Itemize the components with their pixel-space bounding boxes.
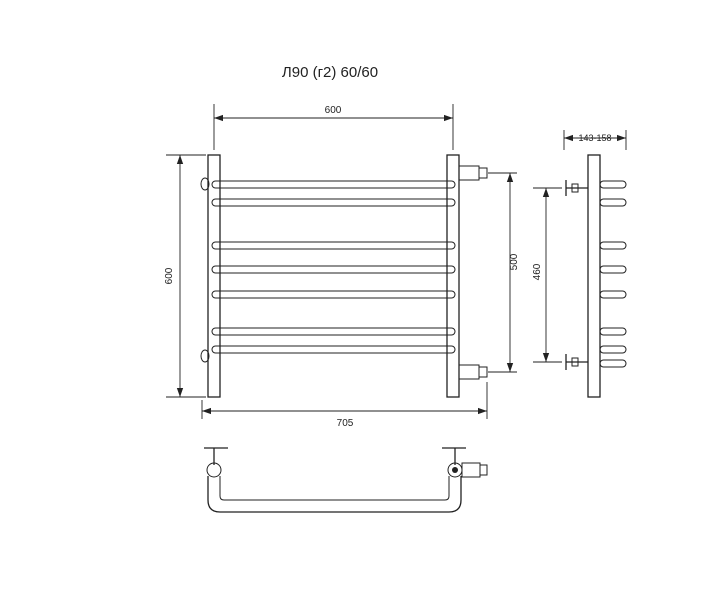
left-top-mount — [200, 177, 210, 191]
side-rung — [599, 241, 627, 250]
top-view — [204, 447, 488, 513]
bottom-connection-fitting — [458, 364, 488, 380]
dim-label-total-width: 705 — [337, 418, 354, 429]
rung — [211, 265, 456, 274]
rungs — [211, 180, 456, 354]
side-rung — [599, 359, 627, 368]
dim-label-height-right: 500 — [509, 253, 520, 270]
right-post — [446, 154, 460, 398]
side-rung — [599, 345, 627, 354]
side-rung — [599, 198, 627, 207]
dim-label-top-width: 600 — [325, 105, 342, 116]
front-view: 600 600 500 705 — [164, 104, 520, 429]
rung — [211, 180, 456, 189]
top-connection-fitting — [458, 165, 488, 181]
rung — [211, 198, 456, 207]
side-bottom-valve — [565, 354, 588, 370]
top-view-tube — [207, 476, 462, 513]
dim-label-side-depth: 143-158 — [578, 133, 611, 143]
top-view-right-valve — [442, 447, 488, 478]
rung — [211, 327, 456, 336]
rung — [211, 241, 456, 250]
top-view-left-valve — [204, 447, 228, 478]
side-rung — [599, 290, 627, 299]
rung — [211, 290, 456, 299]
side-rung — [599, 327, 627, 336]
side-rungs — [599, 180, 627, 368]
drawing-title: Л90 (г2) 60/60 — [282, 64, 378, 81]
dim-label-side-height: 460 — [532, 263, 543, 280]
dim-label-height-left: 600 — [164, 267, 175, 284]
side-rung — [599, 265, 627, 274]
left-post — [207, 154, 221, 398]
side-view: 143-158 460 — [532, 130, 627, 398]
side-top-valve — [565, 180, 588, 196]
side-rung — [599, 180, 627, 189]
left-bottom-mount — [200, 349, 210, 363]
side-post — [587, 154, 601, 398]
rung — [211, 345, 456, 354]
